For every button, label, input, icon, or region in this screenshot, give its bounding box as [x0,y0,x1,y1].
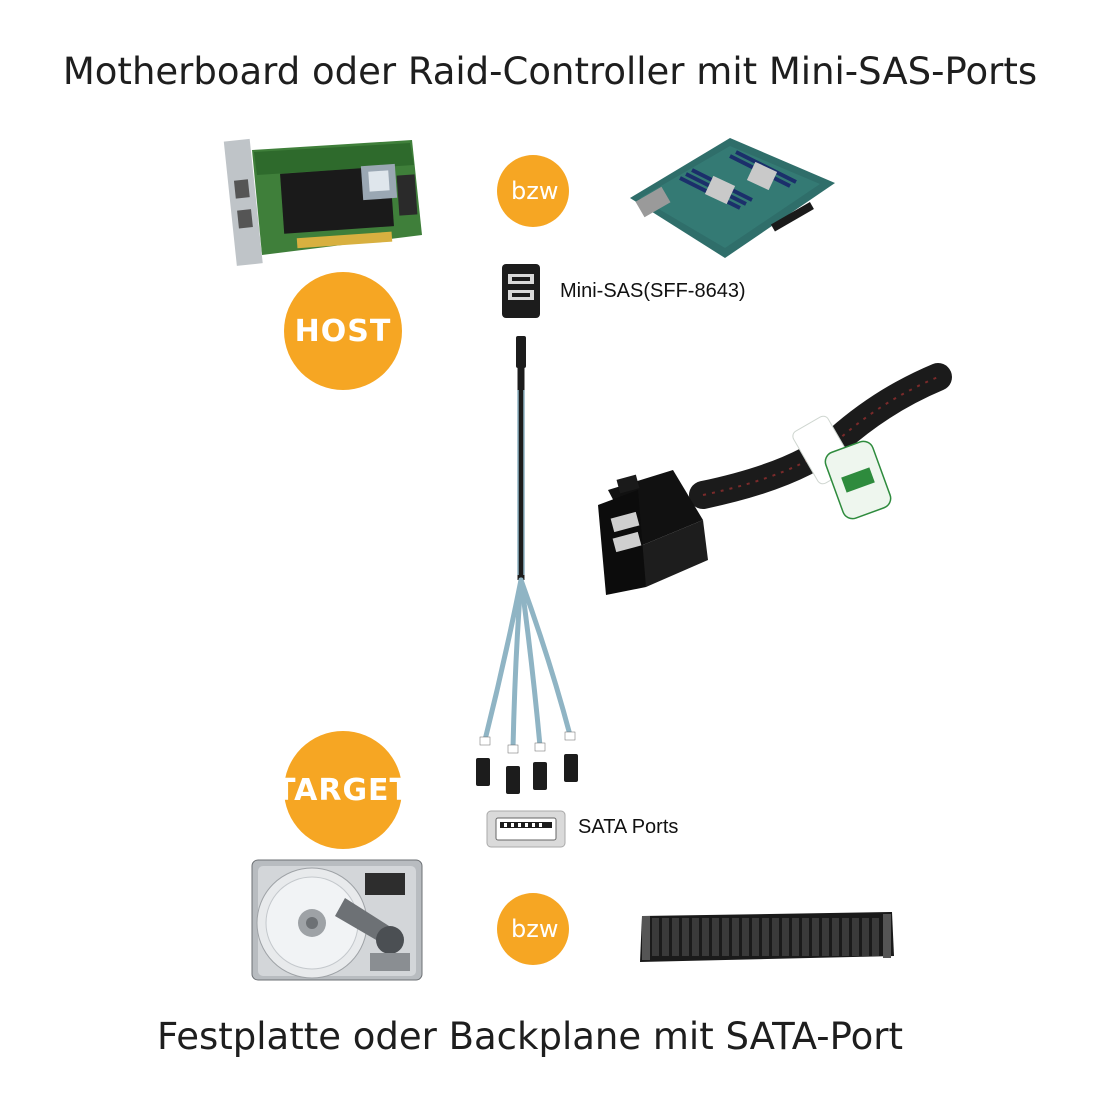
breakout-cable-image [476,336,578,794]
sata-ports-label: SATA Ports [578,816,679,838]
or-badge-top: bzw [497,155,569,227]
mini-sas-port-icon [502,264,540,318]
motherboard-image [630,138,835,258]
hard-drive-image [251,859,423,981]
title-top: Motherboard oder Raid-Controller mit Min… [62,50,1038,93]
target-badge: TARGET [275,731,410,849]
host-badge: HOST [284,272,402,390]
mini-sas-connector-image [598,363,952,595]
backplane-server-image [640,912,894,962]
sata-port-icon [486,810,566,848]
raid-controller-card-image [223,138,422,266]
title-bottom: Festplatte oder Backplane mit SATA-Port [156,1015,904,1058]
mini-sas-label: Mini-SAS(SFF-8643) [560,280,746,302]
or-badge-bottom: bzw [497,893,569,965]
